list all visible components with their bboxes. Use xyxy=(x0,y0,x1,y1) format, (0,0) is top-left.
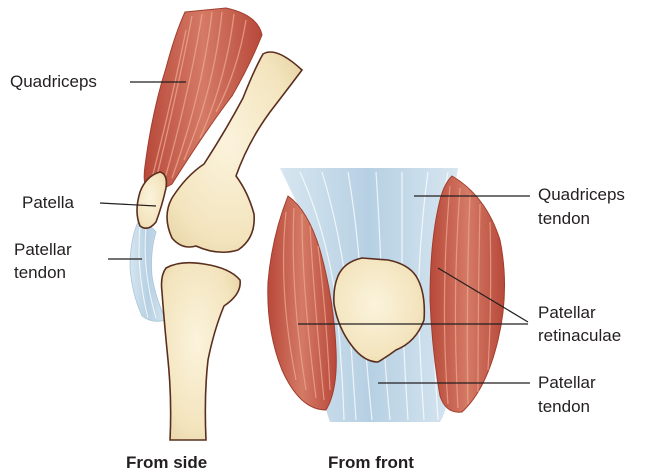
front-right-muscle xyxy=(430,176,505,412)
label-side-patellar-tendon-line2: tendon xyxy=(14,262,66,283)
label-patella: Patella xyxy=(22,192,74,213)
label-patellar-retinaculae-line1: Patellar xyxy=(538,302,596,323)
label-front-patellar-tendon-line2: tendon xyxy=(538,396,590,417)
side-patella-bone xyxy=(137,172,166,228)
side-tibia-bone xyxy=(162,263,241,440)
label-quadriceps-tendon-line1: Quadriceps xyxy=(538,184,625,205)
front-view xyxy=(268,168,505,422)
label-quadriceps-tendon-line2: tendon xyxy=(538,208,590,229)
side-view xyxy=(130,8,302,440)
caption-from-front: From front xyxy=(328,453,414,473)
side-patellar-tendon xyxy=(130,222,166,321)
label-quadriceps: Quadriceps xyxy=(10,71,97,92)
caption-from-side: From side xyxy=(126,453,207,473)
label-side-patellar-tendon-line1: Patellar xyxy=(14,239,72,260)
label-patellar-retinaculae-line2: retinaculae xyxy=(538,325,621,346)
label-front-patellar-tendon-line1: Patellar xyxy=(538,372,596,393)
